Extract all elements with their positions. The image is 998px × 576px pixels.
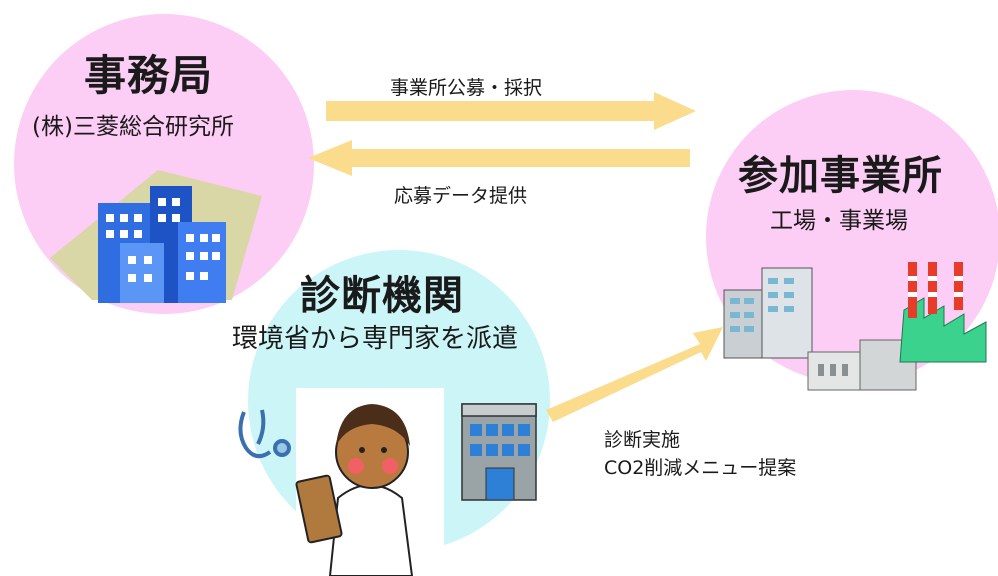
diagnosis-title: 診断機関 [300,273,464,319]
diagnosis-arrow-label-line2: CO2削減メニュー提案 [604,457,797,479]
clinic-building-icon [461,403,537,501]
doctor-icon [295,388,444,576]
participant-title: 参加事業所 [738,153,943,199]
office-buildings-icon [50,170,262,303]
stethoscope-icon [238,409,291,459]
recruit-arrow-label: 事業所公募・採択 [390,77,543,99]
secretariat-subtitle: (株)三菱総合研究所 [32,114,234,140]
provide-data-arrow [308,140,690,176]
factory-icon [723,262,987,391]
provide-data-arrow-label: 応募データ提供 [394,185,528,207]
secretariat-title: 事務局 [84,51,214,100]
recruit-arrow [326,92,696,130]
participant-subtitle: 工場・事業場 [770,208,908,234]
diagnosis-subtitle: 環境省から専門家を派遣 [232,324,519,354]
diagnosis-arrow [546,327,723,422]
diagnosis-arrow-label-line1: 診断実施 [604,429,681,451]
